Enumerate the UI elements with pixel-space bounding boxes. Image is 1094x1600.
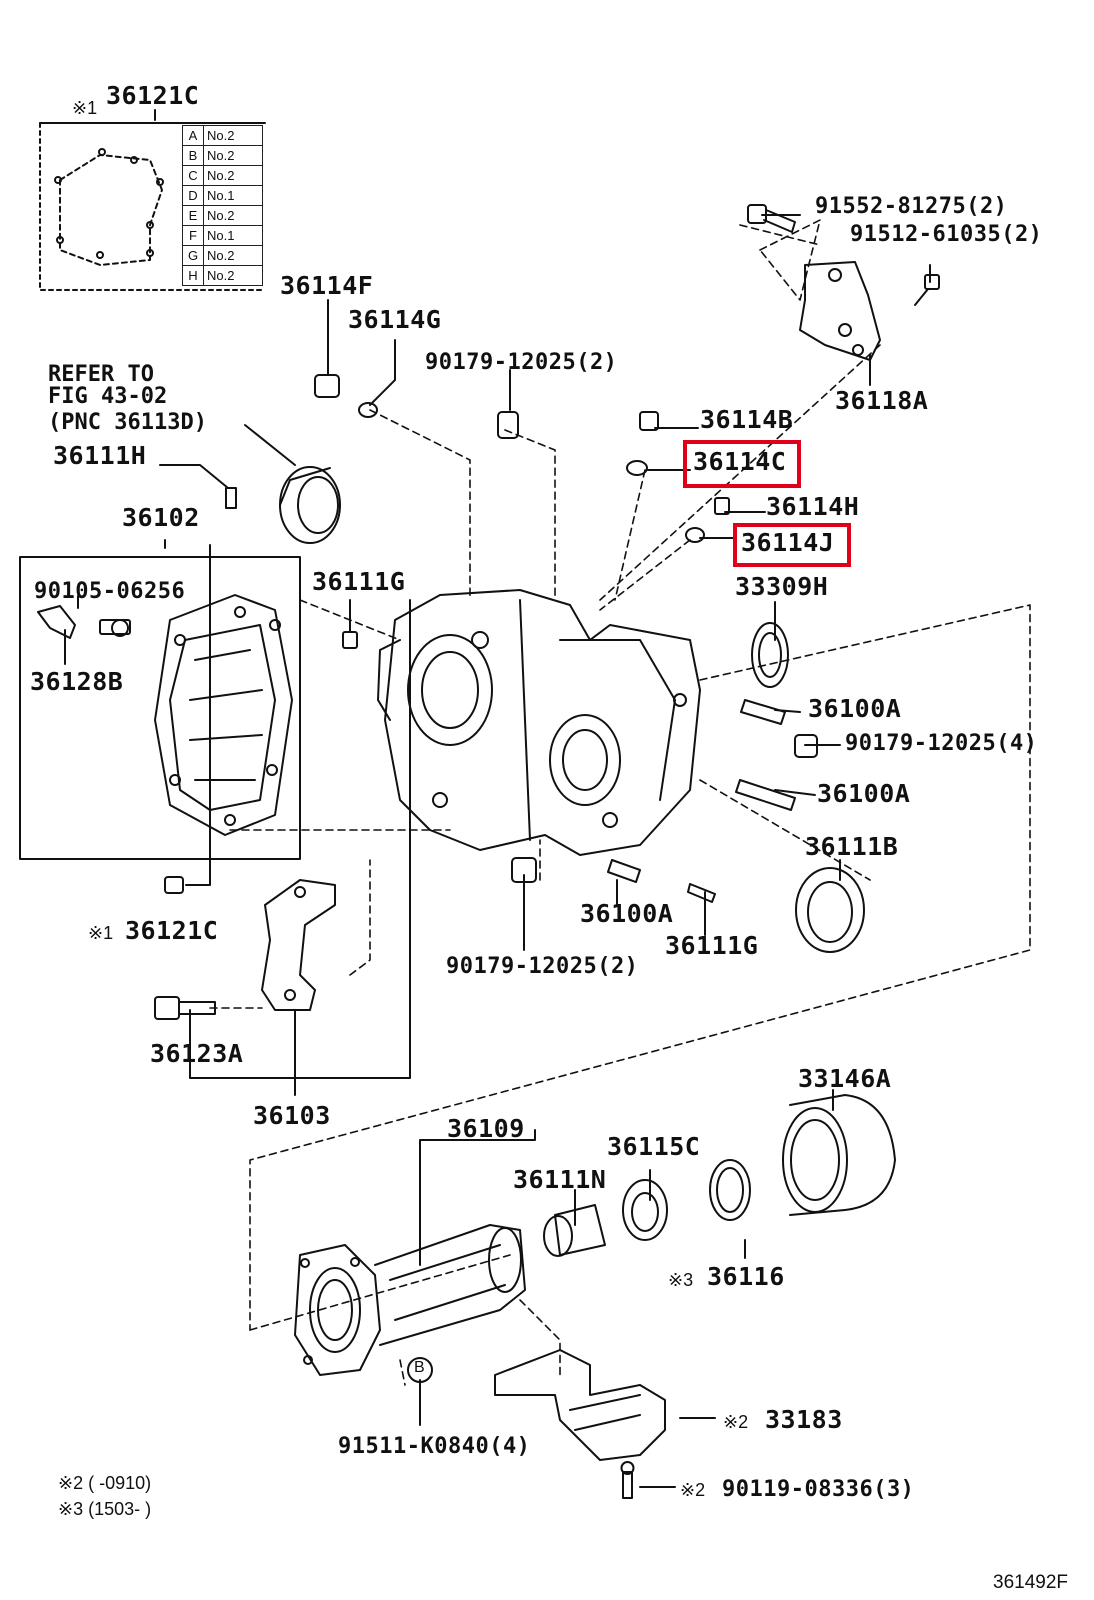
label-36111G-a: 36111G: [312, 567, 406, 596]
label-36114C: 36114C: [693, 447, 787, 476]
legend-value: No.2: [203, 205, 263, 226]
label-36103: 36103: [253, 1101, 331, 1130]
label-90179-12025-b: 90179-12025(4): [845, 731, 1038, 756]
legend-key: G: [182, 245, 204, 266]
label-36121C-bottom: 36121C: [125, 916, 219, 945]
label-36102: 36102: [122, 503, 200, 532]
refer-line-3: (PNC 36113D): [48, 410, 207, 435]
footnote-2: ※2 ( -0910): [58, 1473, 152, 1493]
label-36111N: 36111N: [513, 1165, 607, 1194]
refer-line-2: FIG 43-02: [48, 384, 168, 409]
legend-value: No.1: [203, 185, 263, 206]
refer-line-1: REFER TO: [48, 362, 154, 387]
legend-key: B: [182, 145, 204, 166]
bracket-33183: [494, 1349, 666, 1461]
label-36109: 36109: [447, 1114, 525, 1143]
label-90179-12025-c: 90179-12025(2): [446, 954, 639, 979]
label-36114F: 36114F: [280, 271, 374, 300]
label-90119-08336: 90119-08336(3): [722, 1477, 915, 1502]
label-36128B: 36128B: [30, 667, 124, 696]
label-36115C: 36115C: [607, 1132, 701, 1161]
legend-key: C: [182, 165, 204, 186]
bracket-36118A: [799, 261, 881, 361]
legend-value: No.2: [203, 125, 263, 146]
seals: [279, 466, 896, 1257]
leader-lines: [64, 109, 931, 1488]
legend-key: H: [182, 265, 204, 286]
label-91552-81275: 91552-81275(2): [815, 194, 1008, 219]
mark-1-bottom: ※1: [88, 923, 114, 943]
mark-1-top: ※1: [72, 98, 98, 118]
legend-key: E: [182, 205, 204, 226]
label-36100A-b: 36100A: [817, 779, 911, 808]
legend-value: No.2: [203, 165, 263, 186]
label-33309H: 33309H: [735, 572, 829, 601]
label-91511-K0840: 91511-K0840(4): [338, 1434, 531, 1459]
label-36114G: 36114G: [348, 305, 442, 334]
label-33146A: 33146A: [798, 1064, 892, 1093]
label-36114H: 36114H: [766, 492, 860, 521]
ref-circle-b: [407, 1357, 433, 1383]
label-36100A-a: 36100A: [808, 694, 902, 723]
legend-key: A: [182, 125, 204, 146]
label-36114J: 36114J: [741, 528, 835, 557]
label-36123A: 36123A: [150, 1039, 244, 1068]
label-36100A-c: 36100A: [580, 899, 674, 928]
circle-b-letter: B: [414, 1359, 425, 1376]
label-36118A: 36118A: [835, 386, 929, 415]
mark-2-b: ※2: [680, 1480, 706, 1500]
mark-2-a: ※2: [723, 1412, 749, 1432]
label-90179-12025-a: 90179-12025(2): [425, 350, 618, 375]
label-90105-06256: 90105-06256: [34, 579, 186, 604]
label-91512-61035: 91512-61035(2): [850, 222, 1043, 247]
mark-3: ※3: [668, 1270, 694, 1290]
label-36111H: 36111H: [53, 441, 147, 470]
small-fittings: [37, 374, 730, 1499]
legend-value: No.2: [203, 245, 263, 266]
diagram-id: 361492F: [993, 1572, 1069, 1593]
label-33183: 33183: [765, 1405, 843, 1434]
label-36111G-b: 36111G: [665, 931, 759, 960]
bolts-top-right: [747, 204, 940, 306]
label-36114B: 36114B: [700, 405, 794, 434]
highlight-36114C: [683, 440, 801, 488]
label-36121C-top: 36121C: [106, 81, 200, 110]
legend-key: D: [182, 185, 204, 206]
extension-housing-36109: [294, 1224, 526, 1376]
cover-36102: [19, 556, 301, 860]
label-36111B: 36111B: [805, 832, 899, 861]
bracket-36103: [261, 879, 336, 1011]
transfer-case-36102: [377, 589, 701, 856]
legend-value: No.2: [203, 265, 263, 286]
legend-value: No.1: [203, 225, 263, 246]
gasket-sketch: [39, 122, 266, 291]
studs: [735, 699, 818, 811]
label-36116: 36116: [707, 1262, 785, 1291]
legend-value: No.2: [203, 145, 263, 166]
assembly-dashes: [209, 219, 1031, 1386]
highlight-36114J: [733, 523, 851, 567]
footnote-3: ※3 (1503- ): [58, 1499, 152, 1519]
legend-key: F: [182, 225, 204, 246]
